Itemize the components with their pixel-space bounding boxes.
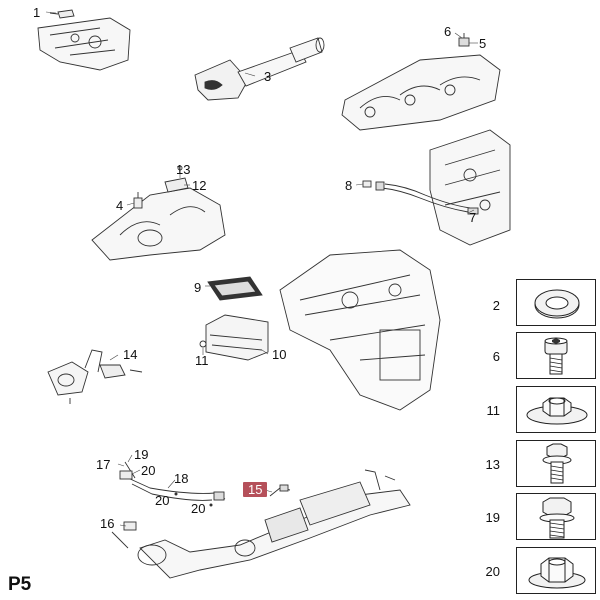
callout-20-c: 20 xyxy=(191,501,206,516)
callout-20-a: 20 xyxy=(141,463,156,478)
sensor-part-5 xyxy=(458,33,470,47)
sensor-part-16 xyxy=(111,521,137,549)
callout-17: 17 xyxy=(96,457,111,472)
legend-number: 2 xyxy=(492,298,500,313)
hex-flange-bolt-icon xyxy=(542,443,572,484)
callout-12: 12 xyxy=(192,178,207,193)
leader-lines xyxy=(45,11,478,527)
callout-15-highlighted[interactable]: 15 xyxy=(243,482,268,497)
legend-number: 11 xyxy=(486,403,501,418)
callout-20-b: 20 xyxy=(155,493,170,508)
washer-ring-icon xyxy=(534,289,580,319)
legend-item-flange-nut xyxy=(516,386,596,433)
bolt-part-8 xyxy=(362,180,372,188)
intake-manifold-part xyxy=(341,54,501,131)
callout-4: 4 xyxy=(116,198,124,213)
legend-number: 19 xyxy=(485,510,500,525)
callout-5: 5 xyxy=(479,36,487,51)
callout-3: 3 xyxy=(264,69,272,84)
engine-block-upper-part xyxy=(429,129,511,246)
callout-14: 14 xyxy=(123,347,138,362)
nut-markers-20 xyxy=(174,492,213,507)
callout-10: 10 xyxy=(272,347,287,362)
page-id-label: P5 xyxy=(8,574,32,595)
callout-16: 16 xyxy=(100,516,115,531)
callout-13: 13 xyxy=(176,162,191,177)
exhaust-manifold-part xyxy=(91,165,226,261)
hex-flange-bolt-large-icon xyxy=(539,497,575,539)
legend-item-flange-bolt-large xyxy=(516,493,596,540)
callout-8: 8 xyxy=(345,178,353,193)
callout-7: 7 xyxy=(469,210,477,225)
cover-part-10 xyxy=(205,314,269,361)
callout-1: 1 xyxy=(33,5,41,20)
engine-block-main-part xyxy=(279,249,441,411)
legend-item-flange-bolt xyxy=(516,440,596,487)
wire-harness-part xyxy=(375,181,479,215)
legend-number: 6 xyxy=(492,349,500,364)
sensor-part-4 xyxy=(133,192,143,209)
callout-6: 6 xyxy=(444,24,452,39)
sensor-part-1 xyxy=(49,9,75,19)
socket-head-bolt-icon xyxy=(544,337,568,375)
cylinder-head-part xyxy=(37,17,131,71)
legend-number: 13 xyxy=(485,457,500,472)
hex-flange-nut-icon xyxy=(528,557,586,589)
callout-19: 19 xyxy=(134,447,149,462)
flange-nut-icon xyxy=(526,397,588,425)
lambda-sensor-part xyxy=(119,461,226,501)
legend-item-washer xyxy=(516,279,596,326)
exhaust-pipe-part xyxy=(137,469,411,579)
cover-part-9 xyxy=(207,276,263,301)
sensor-part-15 xyxy=(269,484,291,497)
egr-valve-part xyxy=(47,349,143,404)
legend-number: 20 xyxy=(485,564,500,579)
nut-part-11 xyxy=(199,340,207,348)
callout-11: 11 xyxy=(195,353,209,368)
callout-18: 18 xyxy=(174,471,189,486)
callout-9: 9 xyxy=(194,280,202,295)
ignition-coil-part xyxy=(194,37,325,101)
legend-item-hex-nut xyxy=(516,547,596,594)
legend-item-socket-bolt xyxy=(516,332,596,379)
